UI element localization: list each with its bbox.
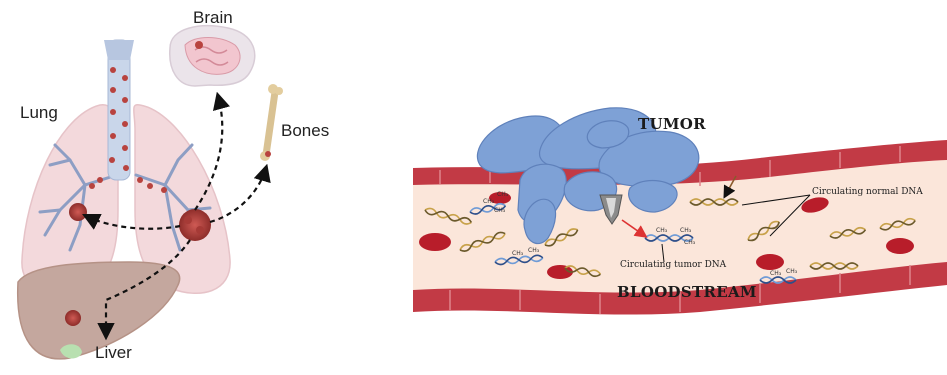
svg-text:CH₃: CH₃ bbox=[497, 191, 509, 198]
brain-illustration bbox=[170, 26, 255, 86]
label-circulating-tumor-dna: Circulating tumor DNA bbox=[620, 260, 726, 270]
svg-text:CH₃: CH₃ bbox=[770, 270, 782, 277]
label-tumor: TUMOR bbox=[638, 115, 706, 133]
svg-text:CH₃: CH₃ bbox=[512, 250, 524, 257]
label-bones: Bones bbox=[281, 121, 329, 141]
svg-text:CH₃: CH₃ bbox=[684, 239, 696, 246]
lung-metastasis bbox=[69, 203, 87, 221]
label-lung: Lung bbox=[20, 103, 58, 123]
primary-tumor bbox=[179, 209, 211, 241]
svg-text:CH₃: CH₃ bbox=[680, 227, 692, 234]
svg-text:CH₃: CH₃ bbox=[494, 207, 506, 214]
label-brain: Brain bbox=[193, 8, 233, 28]
label-bloodstream: BLOODSTREAM bbox=[617, 283, 757, 301]
label-circulating-normal-dna: Circulating normal DNA bbox=[812, 187, 923, 197]
bone-illustration bbox=[260, 84, 283, 161]
svg-text:CH₃: CH₃ bbox=[528, 247, 540, 254]
svg-text:CH₃: CH₃ bbox=[656, 227, 668, 234]
label-liver: Liver bbox=[95, 343, 132, 363]
svg-text:CH₃: CH₃ bbox=[483, 198, 495, 205]
svg-text:CH₃: CH₃ bbox=[786, 268, 798, 275]
